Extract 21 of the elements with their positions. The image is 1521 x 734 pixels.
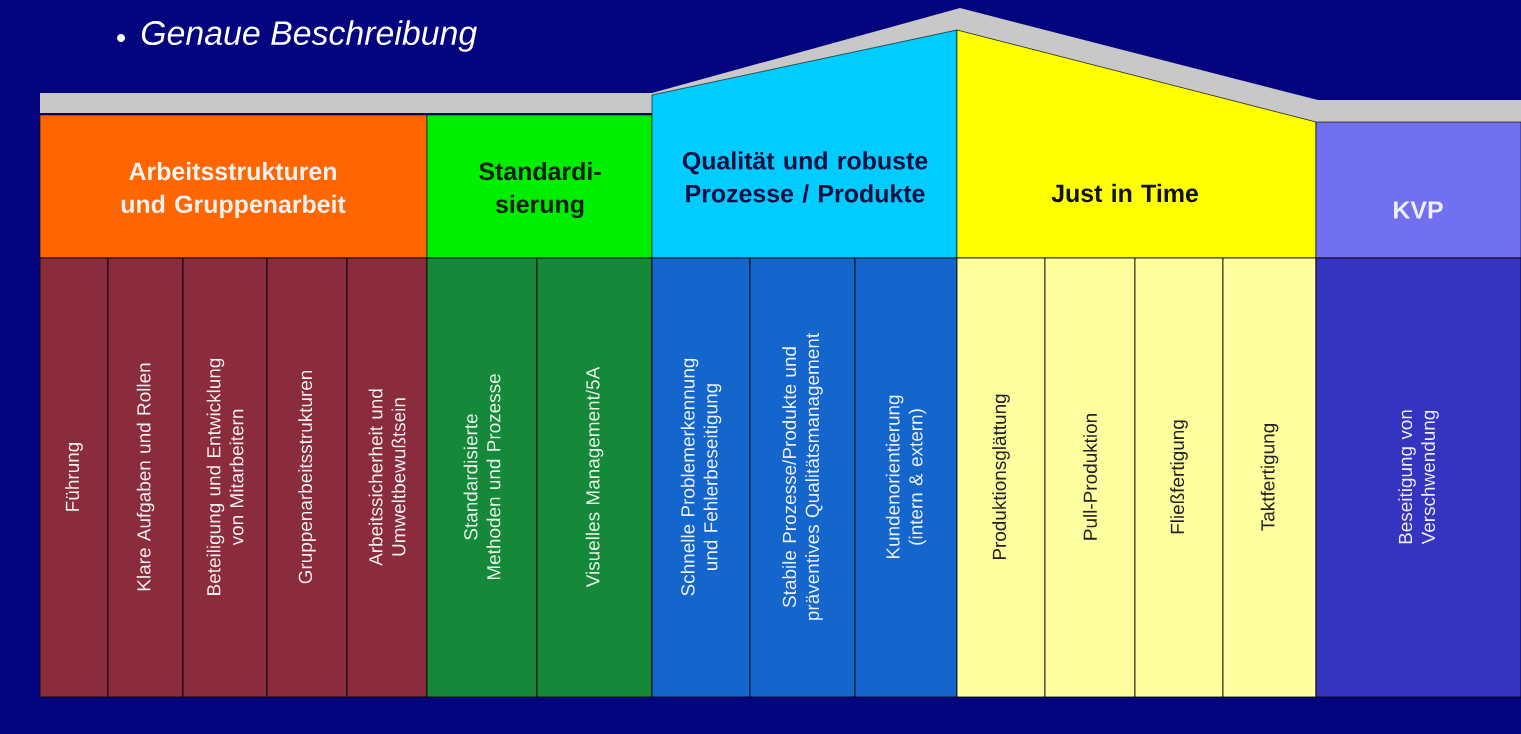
pillar: Arbeitssicherheit und Umweltbewußtsein (346, 257, 428, 698)
pillar: Fließfertigung (1134, 257, 1224, 698)
category-header: Standardi- sierung (426, 114, 653, 259)
category-header: KVP (1315, 121, 1521, 259)
pillar: Produktionsglättung (956, 257, 1046, 698)
pillar: Kundenorientierung (intern & extern) (854, 257, 958, 698)
pillar: Stabile Prozesse/Produkte und präventives Qualitätsmanagement (749, 257, 856, 698)
slide-title: Genaue Beschreibung (141, 20, 477, 52)
pillar: Taktfertigung (1222, 257, 1317, 698)
pillar: Schnelle Problemerkennung und Fehlerbeseitigung (651, 257, 751, 698)
category-header: Qualität und robuste Prozesse / Produkte (651, 29, 958, 259)
pillar: Gruppenarbeitsstrukturen (266, 257, 348, 698)
pillar: Führung (39, 257, 109, 698)
pillar: Beseitigung von Verschwendung (1315, 257, 1521, 698)
category-header: Arbeitsstrukturen und Gruppenarbeit (39, 114, 428, 259)
category-header: Just in Time (956, 29, 1317, 259)
pillar: Visuelles Management/5A (536, 257, 653, 698)
pillar: Pull-Produktion (1044, 257, 1136, 698)
pillar: Standardisierte Methoden und Prozesse (426, 257, 538, 698)
pillar: Klare Aufgaben und Rollen (107, 257, 184, 698)
pillar: Beteiligung und Entwicklung von Mitarbeitern (182, 257, 268, 698)
